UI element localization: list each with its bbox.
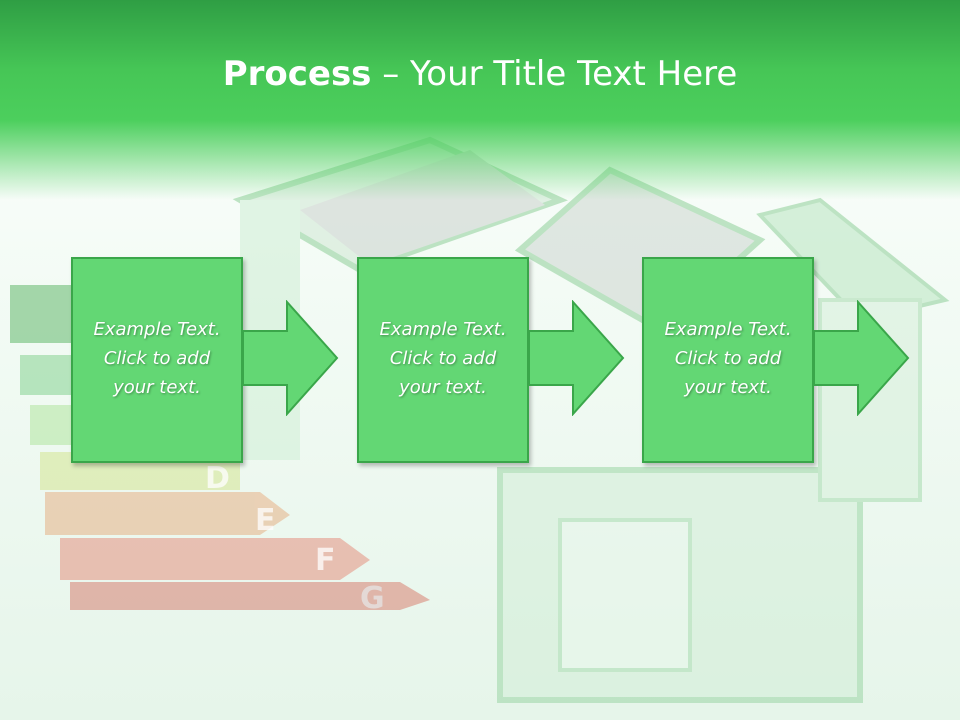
step-arrow-2	[529, 300, 625, 416]
step-arrow-3	[814, 300, 910, 416]
rating-letter-e: E	[255, 503, 276, 538]
rating-letter-g: G	[360, 581, 385, 616]
step-box-2[interactable]: Example Text. Click to add your text.	[357, 257, 529, 463]
step-box-1[interactable]: Example Text. Click to add your text.	[71, 257, 243, 463]
title-band	[0, 0, 960, 200]
rating-letter-f: F	[315, 543, 336, 578]
slide-title[interactable]: Process – Your Title Text Here	[0, 52, 960, 96]
step-text-3: Example Text. Click to add your text.	[664, 319, 792, 398]
step-text-1: Example Text. Click to add your text.	[93, 319, 221, 398]
step-arrow-1	[243, 300, 339, 416]
title-bold: Process	[222, 54, 372, 94]
step-box-3[interactable]: Example Text. Click to add your text.	[642, 257, 814, 463]
title-rest: – Your Title Text Here	[371, 54, 738, 94]
rating-letter-d: D	[205, 461, 230, 496]
step-text-2: Example Text. Click to add your text.	[379, 319, 507, 398]
